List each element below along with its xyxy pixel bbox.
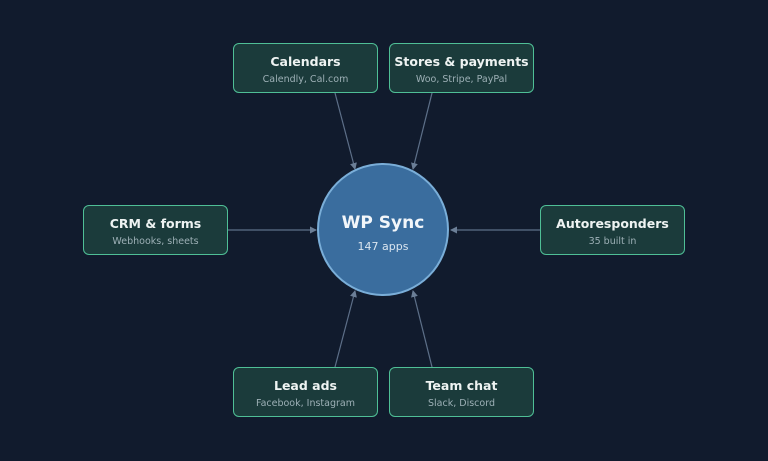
connector-stores-payments <box>411 92 433 170</box>
node-title: Team chat <box>425 378 498 393</box>
connector-calendars <box>334 92 357 170</box>
node-subtitle: Webhooks, sheets <box>112 236 199 247</box>
hub-title: WP Sync <box>341 213 425 233</box>
node-title: Stores & payments <box>394 54 529 69</box>
node-crm-forms: CRM & forms Webhooks, sheets <box>83 205 228 255</box>
node-subtitle: 35 built in <box>588 236 637 247</box>
connector-lead-ads <box>334 290 357 368</box>
node-lead-ads: Lead ads Facebook, Instagram <box>233 367 378 417</box>
node-team-chat: Team chat Slack, Discord <box>389 367 534 417</box>
node-title: Lead ads <box>273 378 337 393</box>
node-subtitle: Slack, Discord <box>428 398 495 409</box>
node-stores-payments: Stores & payments Woo, Stripe, PayPal <box>389 43 534 93</box>
node-title: Autoresponders <box>556 216 669 231</box>
node-title: CRM & forms <box>109 216 202 231</box>
connector-team-chat <box>411 290 433 368</box>
node-subtitle: Woo, Stripe, PayPal <box>415 74 508 85</box>
node-autoresponders: Autoresponders 35 built in <box>540 205 685 255</box>
node-subtitle: Calendly, Cal.com <box>262 74 349 85</box>
node-title: Calendars <box>270 54 341 69</box>
hub-node: WP Sync 147 apps <box>317 163 449 296</box>
node-subtitle: Facebook, Instagram <box>255 398 355 409</box>
hub-subtitle: 147 apps <box>357 240 409 253</box>
node-calendars: Calendars Calendly, Cal.com <box>233 43 378 93</box>
